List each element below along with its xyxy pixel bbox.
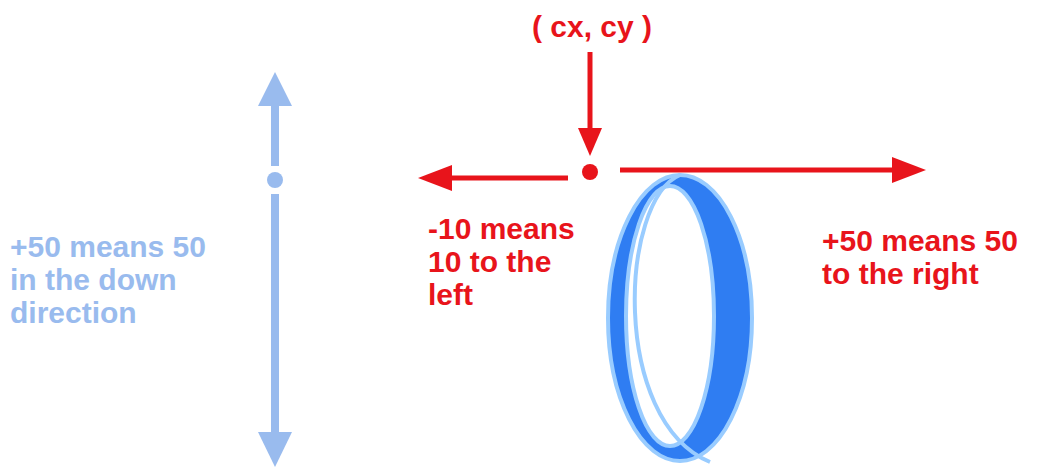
point-label: ( cx, cy ) — [527, 10, 657, 43]
origin-dot — [582, 164, 598, 180]
ring-illustration — [608, 175, 752, 462]
axis-line — [620, 168, 896, 173]
arrow-head — [258, 432, 292, 467]
vertical-axis-arrow — [258, 72, 292, 467]
axis-line — [271, 100, 279, 166]
axis-line — [271, 194, 279, 440]
ring-outer — [608, 175, 752, 461]
axis-note: -10 means 10 to the left — [428, 212, 598, 311]
horizontal-axis-arrow — [418, 52, 926, 191]
pointer-line — [588, 52, 593, 132]
arrow-head — [258, 72, 292, 106]
arrow-head — [418, 165, 452, 191]
arrow-head — [892, 157, 926, 183]
axis-dot — [267, 172, 283, 188]
axis-note: +50 means 50 to the right — [822, 224, 1032, 290]
ring-hole — [626, 186, 714, 446]
axis-note: +50 means 50 in the down direction — [10, 230, 225, 329]
arrow-head — [578, 128, 602, 156]
ring-edge — [635, 175, 710, 462]
axis-line — [448, 176, 568, 181]
